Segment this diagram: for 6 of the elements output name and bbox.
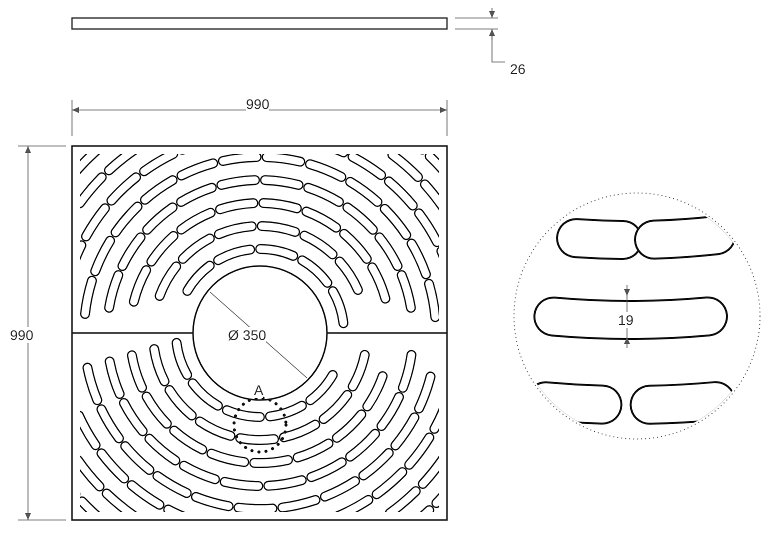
dimension-label: 990 (10, 327, 34, 343)
diameter-label: Ø 350 (228, 327, 266, 343)
dimension-label: 19 (618, 312, 634, 328)
detail-callout: A (254, 382, 264, 398)
dimension-label: 26 (510, 61, 526, 77)
dimension-label: 990 (246, 96, 270, 112)
